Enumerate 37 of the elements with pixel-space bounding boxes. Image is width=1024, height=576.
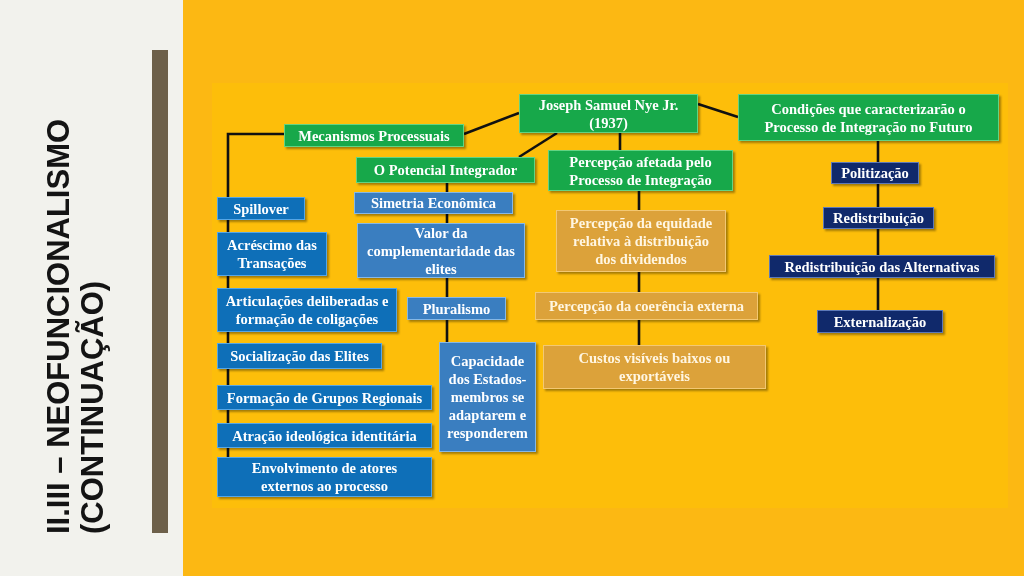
- item-box: Percepção da coerência externa: [535, 292, 758, 320]
- root-box: Joseph Samuel Nye Jr. (1937): [519, 94, 698, 133]
- category-box: O Potencial Integrador: [356, 157, 535, 183]
- item-box: Simetria Econômica: [354, 192, 513, 214]
- connector-line: [463, 111, 520, 136]
- connector-line: [876, 278, 880, 310]
- item-box: Externalização: [817, 310, 943, 333]
- connector-line: [445, 278, 449, 297]
- connector-line: [637, 272, 641, 292]
- connector-line: [518, 131, 558, 159]
- item-box: Atração ideológica identitária: [217, 423, 432, 448]
- item-box: Spillover: [217, 197, 305, 220]
- item-box: Capacidade dos Estados-membros se adaptarem e responderem: [439, 342, 536, 452]
- connector-line: [876, 184, 880, 207]
- item-box: Articulações deliberadas e formação de coligações: [217, 288, 397, 332]
- connector-line: [637, 191, 641, 210]
- connector-line: [445, 320, 449, 342]
- connector-line: [697, 102, 739, 119]
- connector-line: [226, 132, 284, 197]
- item-box: Formação de Grupos Regionais: [217, 385, 432, 410]
- item-box: Acréscimo das Transações: [217, 232, 327, 276]
- slide-title: II.III – NEOFUNCIONALISMO (CONTINUAÇÃO): [42, 117, 110, 534]
- item-box: Valor da complementaridade das elites: [357, 223, 525, 278]
- item-box: Pluralismo: [407, 297, 506, 320]
- item-box: Percepção da equidade relativa à distribuição dos dividendos: [556, 210, 726, 272]
- category-box: Condições que caracterizarão o Processo de Integração no Futuro: [738, 94, 999, 141]
- item-box: Redistribuição das Alternativas: [769, 255, 995, 278]
- item-box: Socialização das Elites: [217, 343, 382, 369]
- item-box: Redistribuição: [823, 207, 934, 229]
- connector-line: [637, 320, 641, 345]
- category-box: Mecanismos Processuais: [284, 124, 464, 147]
- item-box: Custos visíveis baixos ou exportáveis: [543, 345, 766, 389]
- item-box: Politização: [831, 162, 919, 184]
- item-box: Envolvimento de atores externos ao processo: [217, 457, 432, 497]
- connector-line: [876, 141, 880, 162]
- category-box: Percepção afetada pelo Processo de Integração: [548, 150, 733, 191]
- connector-line: [876, 229, 880, 255]
